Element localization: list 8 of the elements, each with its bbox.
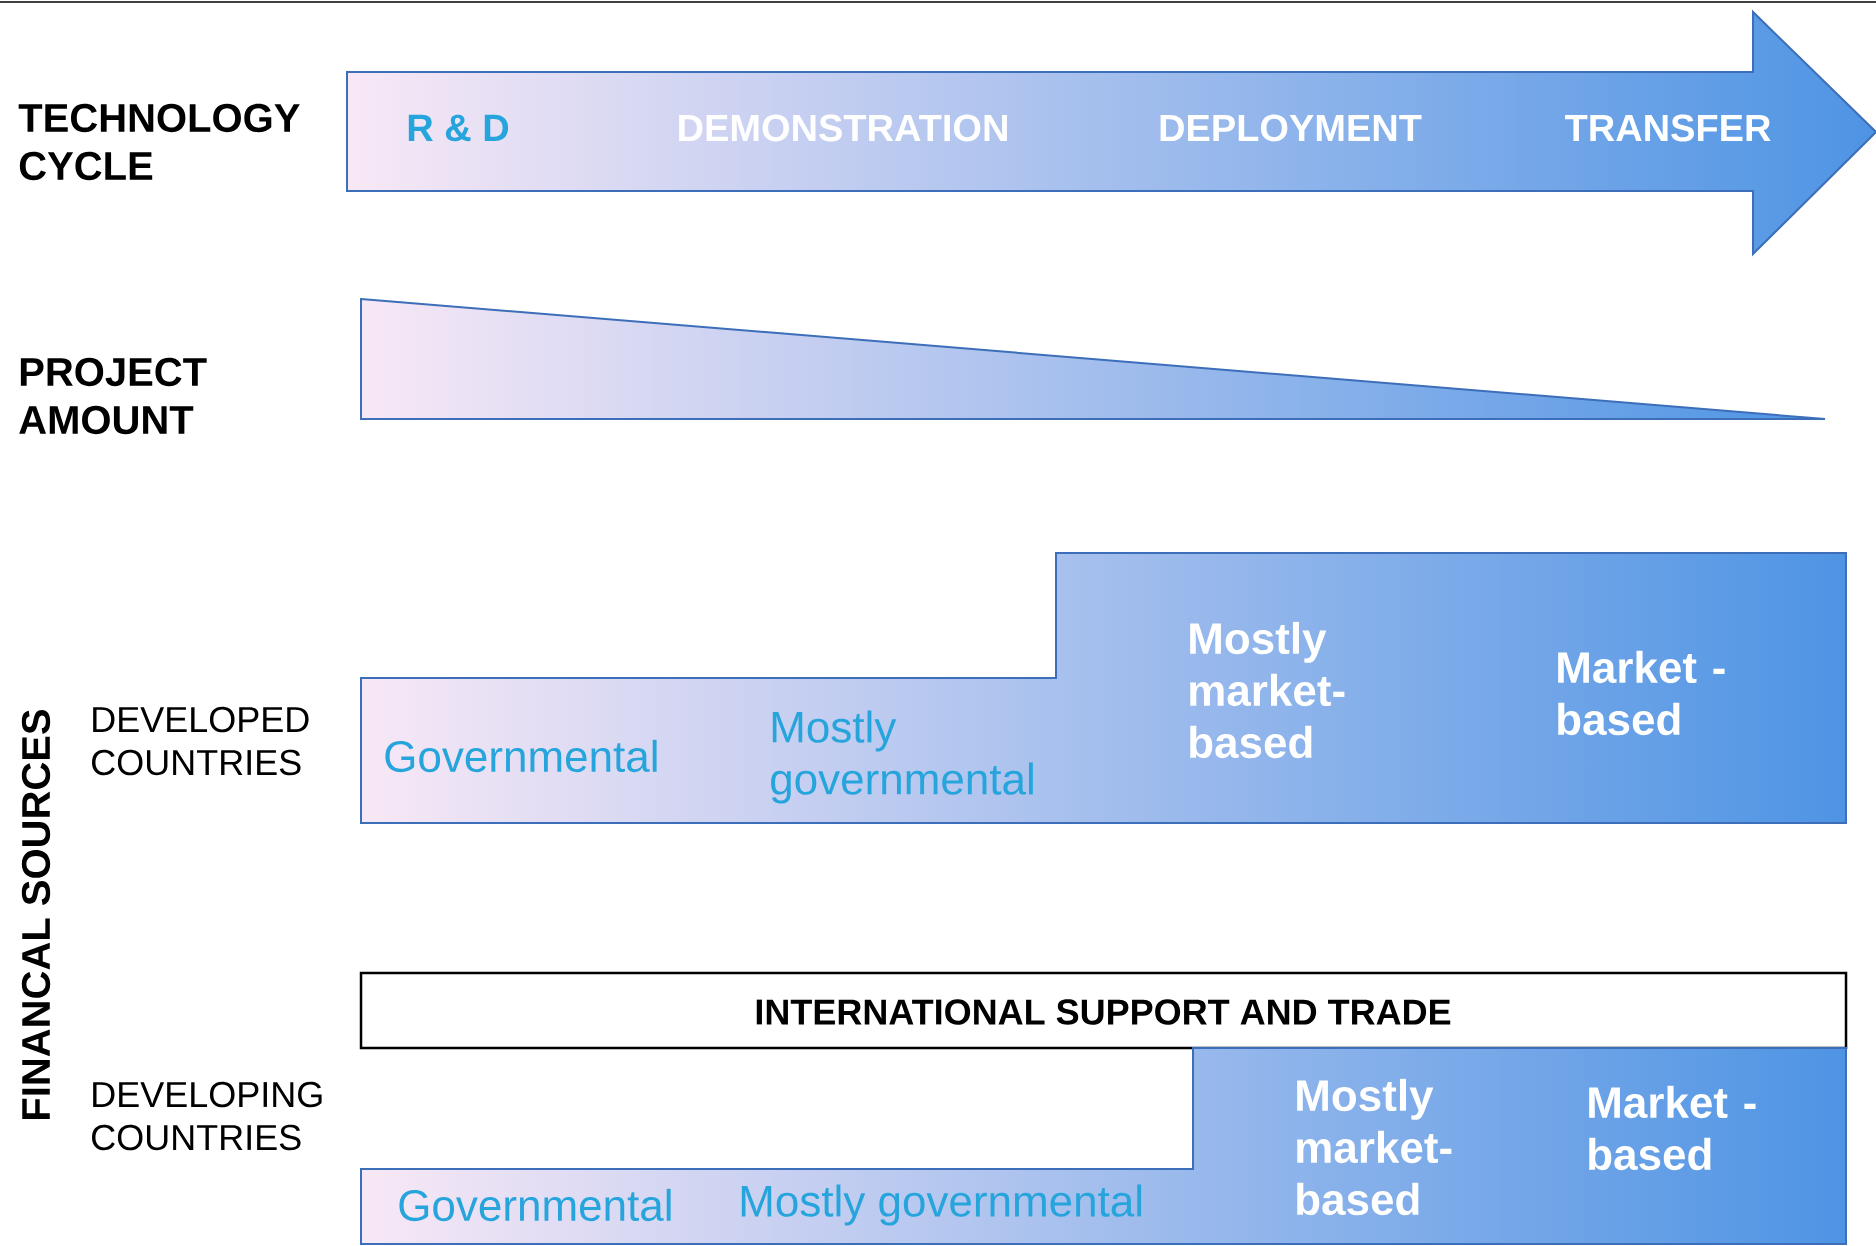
row-label: DEVELOPING COUNTRIES xyxy=(92,1081,322,1151)
row-label: PROJECT AMOUNT xyxy=(19,357,207,435)
funding-band: Governmental Mostly governmental Mostly market-based Market - based xyxy=(360,552,1847,824)
row-label: TECHNOLOGY CYCLE xyxy=(18,103,300,181)
axis-title: FINANCAL SOURCES xyxy=(21,709,51,1119)
funding-band: Governmental Mostly governmental Mostly market-based Market - based xyxy=(360,1047,1847,1245)
row-label: DEVELOPED COUNTRIES xyxy=(92,706,309,776)
support-box: INTERNATIONAL SUPPORT AND TRADE xyxy=(359,971,1848,1050)
